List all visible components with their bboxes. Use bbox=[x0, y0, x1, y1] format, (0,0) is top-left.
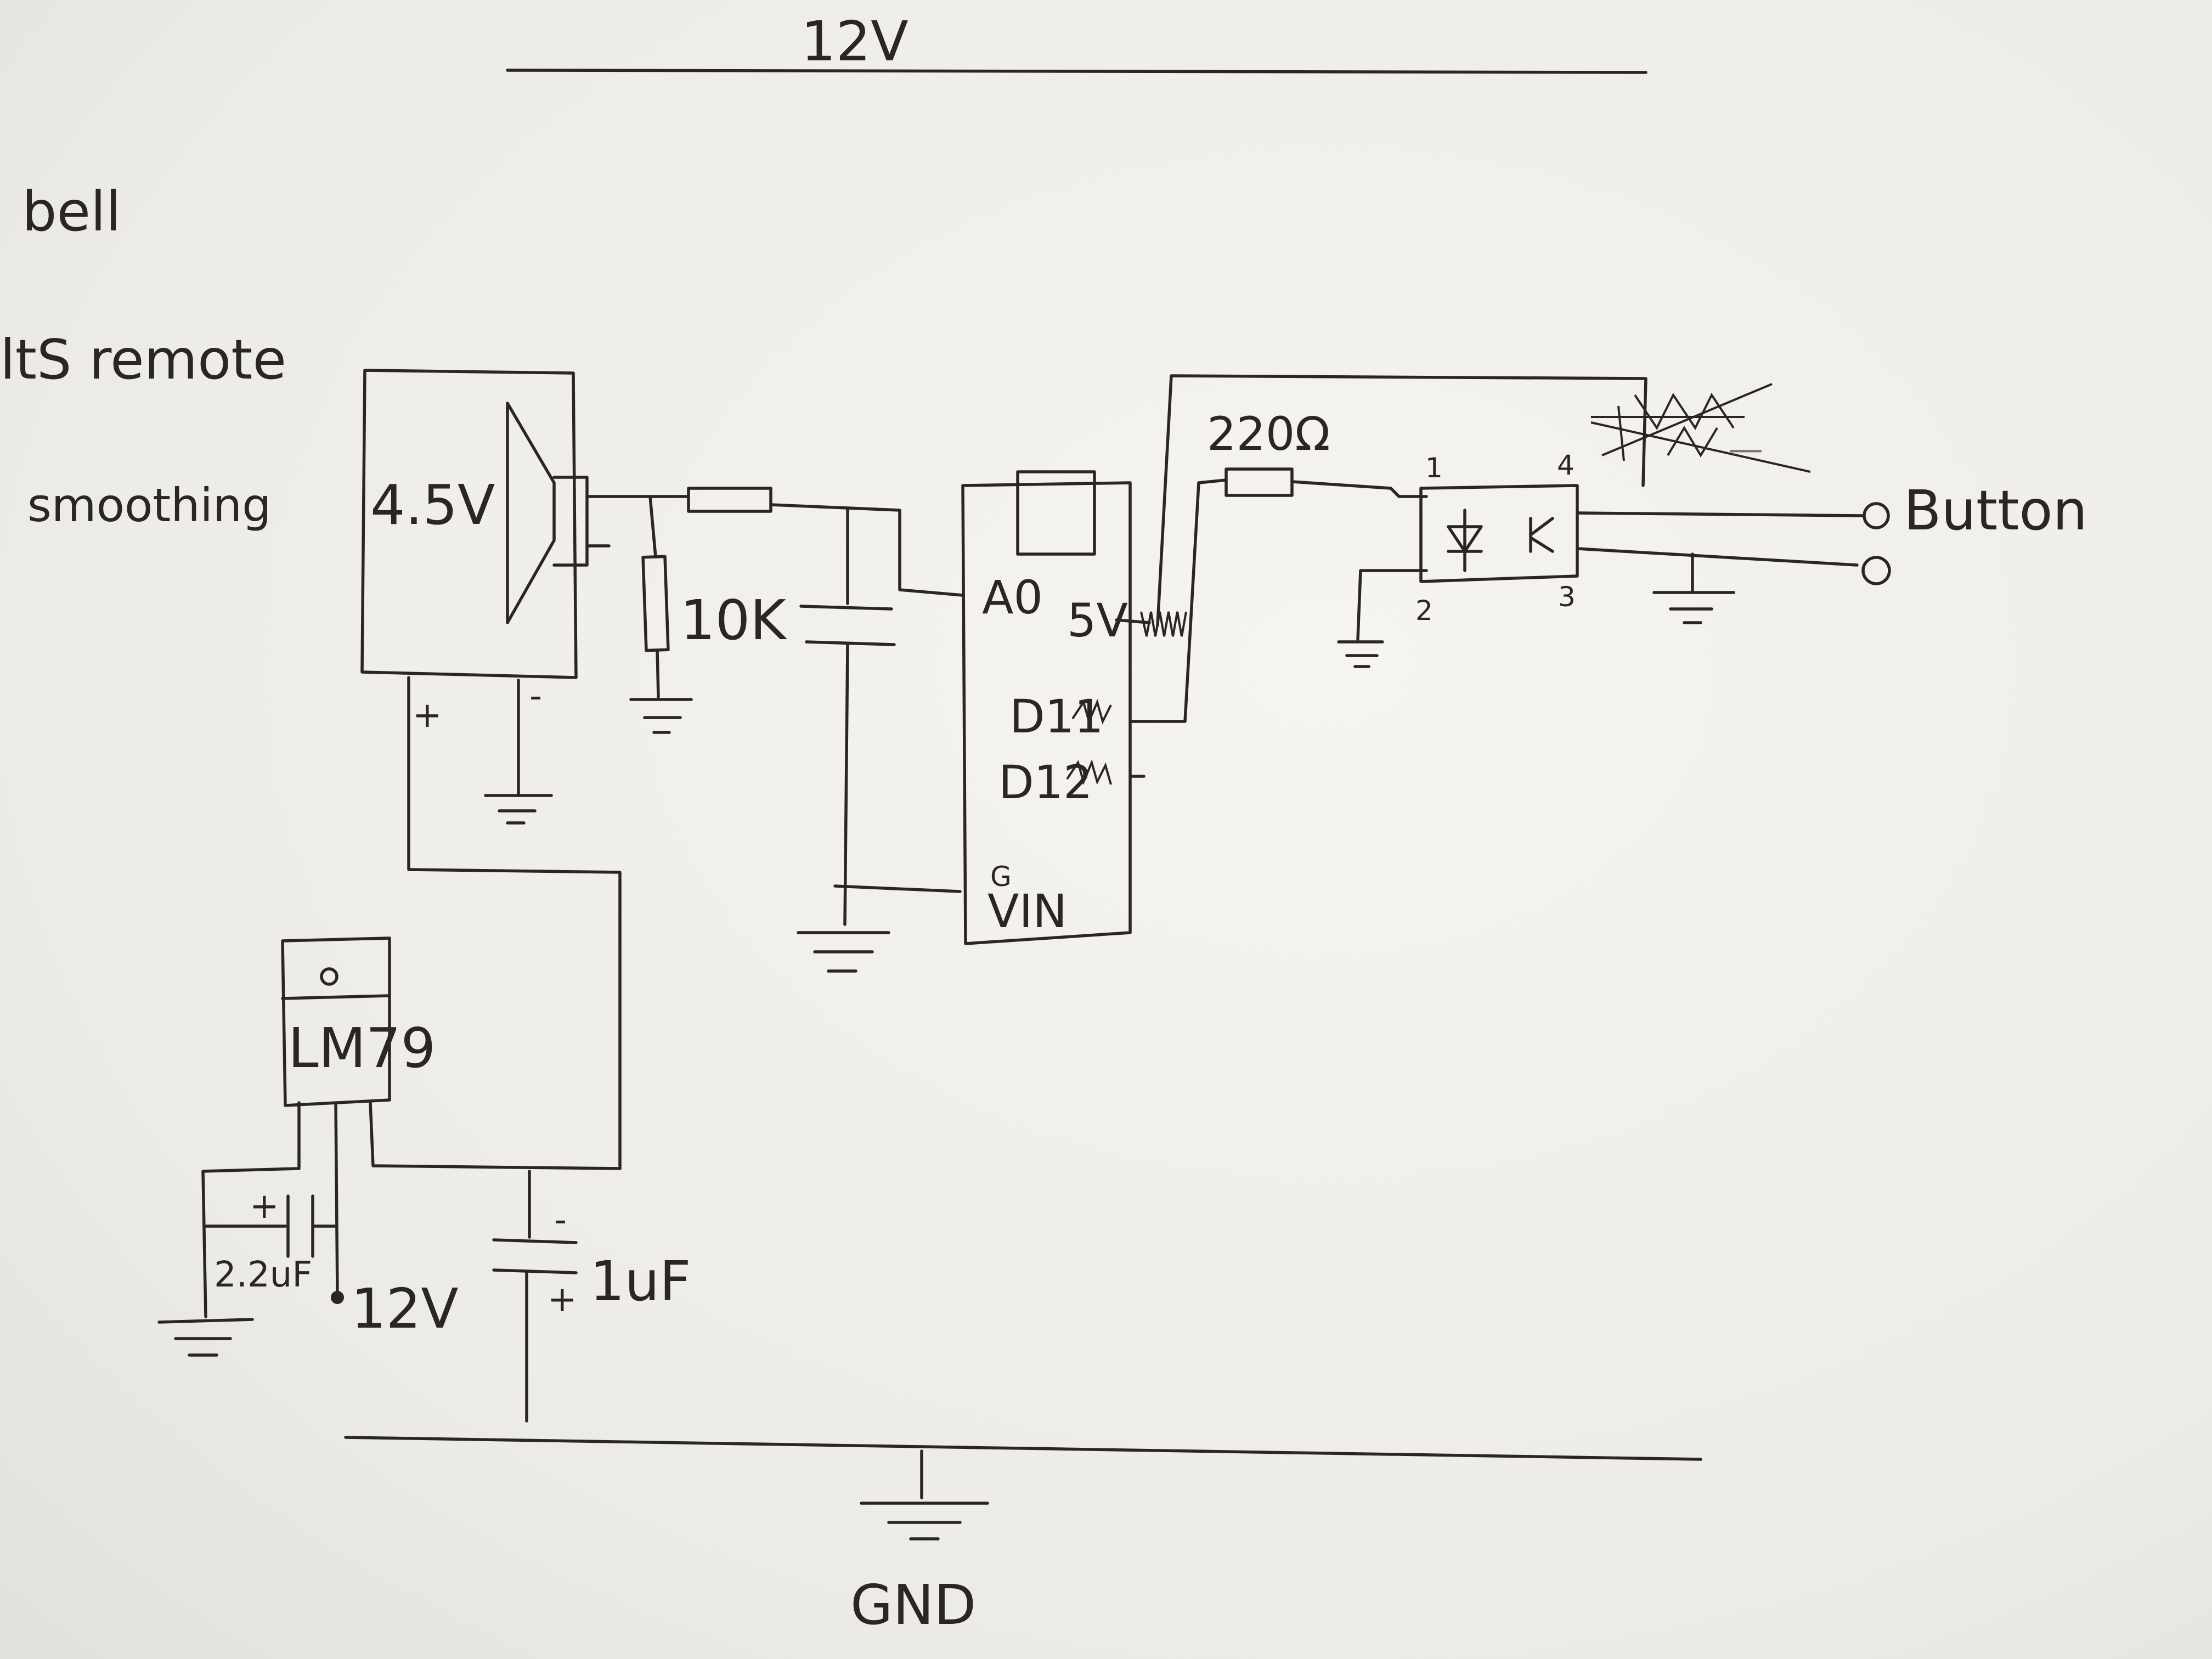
phototransistor-icon bbox=[1529, 517, 1554, 553]
opto-wiring: 220Ω bbox=[1115, 374, 1647, 723]
top-rail-label: 12V bbox=[801, 9, 909, 74]
input-cap-label: 2.2uF bbox=[214, 1255, 312, 1295]
opto-pin-2: 2 bbox=[1415, 595, 1433, 627]
note-line-1: bell bbox=[22, 179, 121, 244]
pin-d11: D11 bbox=[1009, 690, 1104, 743]
pin-vin: VIN bbox=[988, 884, 1067, 938]
led-icon bbox=[1447, 509, 1483, 572]
margin-notes: bell ltS remote smoothing bbox=[0, 179, 286, 532]
opto-pin-1: 1 bbox=[1425, 452, 1443, 484]
speaker-minus-label: - bbox=[529, 676, 542, 716]
opto-pin-4: 4 bbox=[1557, 449, 1575, 481]
pin-a0: A0 bbox=[982, 571, 1043, 624]
opto-pin-3: 3 bbox=[1558, 581, 1576, 613]
output-cap-minus: - bbox=[554, 1200, 567, 1240]
usb-port-icon bbox=[1016, 470, 1096, 556]
bottom-rail-label: GND bbox=[850, 1573, 976, 1637]
mounting-hole-icon bbox=[320, 967, 338, 986]
button-connection: Button bbox=[1576, 478, 2087, 624]
supply-node-icon bbox=[331, 1291, 344, 1304]
top-rail: 12V bbox=[506, 9, 1647, 74]
speaker-voltage-label: 4.5V bbox=[370, 473, 495, 537]
button-terminal-icon bbox=[1861, 556, 1891, 585]
output-cap-plus: + bbox=[548, 1279, 577, 1320]
regulator-label: LM79 bbox=[288, 1016, 436, 1080]
input-cap-ground-icon bbox=[157, 1318, 254, 1357]
opto-ground-icon bbox=[1337, 640, 1384, 668]
output-cap-label: 1uF bbox=[590, 1249, 691, 1313]
microcontroller-board: A0 5V D11 D12 G VIN bbox=[961, 470, 1146, 945]
series-resistor bbox=[648, 487, 964, 597]
crossed-out-label: — bbox=[1728, 429, 1763, 470]
button-ground-icon bbox=[1652, 552, 1735, 624]
note-line-3: smoothing bbox=[27, 478, 271, 532]
input-cap-plus: + bbox=[250, 1186, 279, 1227]
speaker-ground-icon bbox=[484, 794, 553, 825]
pulldown-resistor: 10K bbox=[629, 495, 787, 734]
pulldown-ground-icon bbox=[629, 698, 693, 734]
note-line-2: ltS remote bbox=[0, 328, 286, 392]
output-capacitor: - + 1uF bbox=[492, 1170, 691, 1423]
speaker-plus-label: + bbox=[413, 695, 442, 736]
button-label: Button bbox=[1904, 478, 2087, 543]
supply-label: 12V bbox=[351, 1277, 459, 1341]
optocoupler: 1 2 3 4 — bbox=[1415, 383, 1811, 627]
pulldown-resistor-label: 10K bbox=[680, 588, 787, 652]
input-capacitor: + 2.2uF 12V bbox=[157, 1186, 459, 1357]
button-terminal-icon bbox=[1863, 502, 1890, 529]
bottom-rail: GND bbox=[344, 1436, 1702, 1637]
opto-resistor-label: 220Ω bbox=[1207, 407, 1330, 461]
smoothing-capacitor bbox=[797, 509, 962, 973]
lm79-regulator: LM79 bbox=[201, 936, 622, 1318]
capacitor-ground-icon bbox=[797, 931, 890, 973]
speaker-icon bbox=[506, 402, 556, 624]
pin-g: G bbox=[990, 861, 1012, 893]
speaker-module: 4.5V + - bbox=[360, 369, 652, 1170]
